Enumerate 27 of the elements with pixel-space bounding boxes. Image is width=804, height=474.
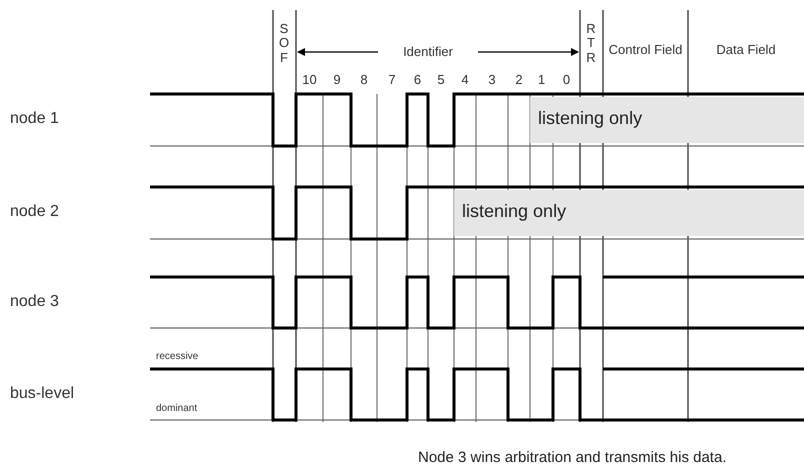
bit-number: 8 bbox=[359, 73, 369, 88]
bit-number: 10 bbox=[301, 73, 318, 88]
bit-number: 1 bbox=[536, 73, 546, 88]
status-band bbox=[454, 190, 804, 236]
level-label: recessive bbox=[156, 351, 198, 362]
bit-number: 5 bbox=[436, 73, 446, 88]
field-name: Data Field bbox=[715, 43, 777, 58]
bit-number: 3 bbox=[487, 73, 497, 88]
bit-number: 6 bbox=[412, 73, 422, 88]
field-abbreviation: S O F bbox=[278, 22, 290, 65]
bit-number: 2 bbox=[514, 73, 524, 88]
field-name: Identifier bbox=[402, 45, 454, 60]
caption: Node 3 wins arbitration and transmits his data. bbox=[418, 450, 726, 466]
status-label: listening only bbox=[538, 108, 642, 129]
bit-number: 9 bbox=[332, 73, 342, 88]
level-label: dominant bbox=[156, 403, 198, 414]
bit-number: 4 bbox=[460, 73, 470, 88]
status-band bbox=[530, 97, 804, 143]
field-abbreviation: R T R bbox=[585, 22, 597, 65]
field-name: Control Field bbox=[608, 43, 684, 58]
row-label: bus-level bbox=[10, 385, 74, 403]
row-label: node 2 bbox=[10, 203, 59, 221]
status-label: listening only bbox=[462, 201, 566, 222]
row-label: node 3 bbox=[10, 293, 59, 311]
bit-number: 7 bbox=[387, 73, 397, 88]
bit-number: 0 bbox=[562, 73, 572, 88]
row-label: node 1 bbox=[10, 110, 59, 128]
